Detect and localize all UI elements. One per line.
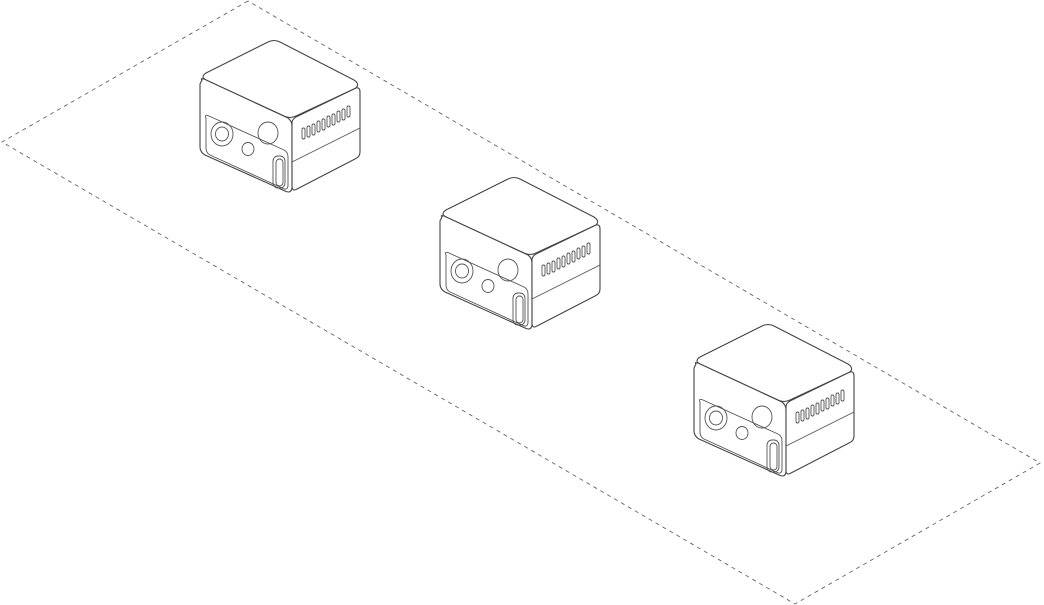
device-box-icon	[199, 39, 361, 193]
device-box-icon	[439, 176, 601, 330]
device-box-icon	[693, 323, 855, 477]
